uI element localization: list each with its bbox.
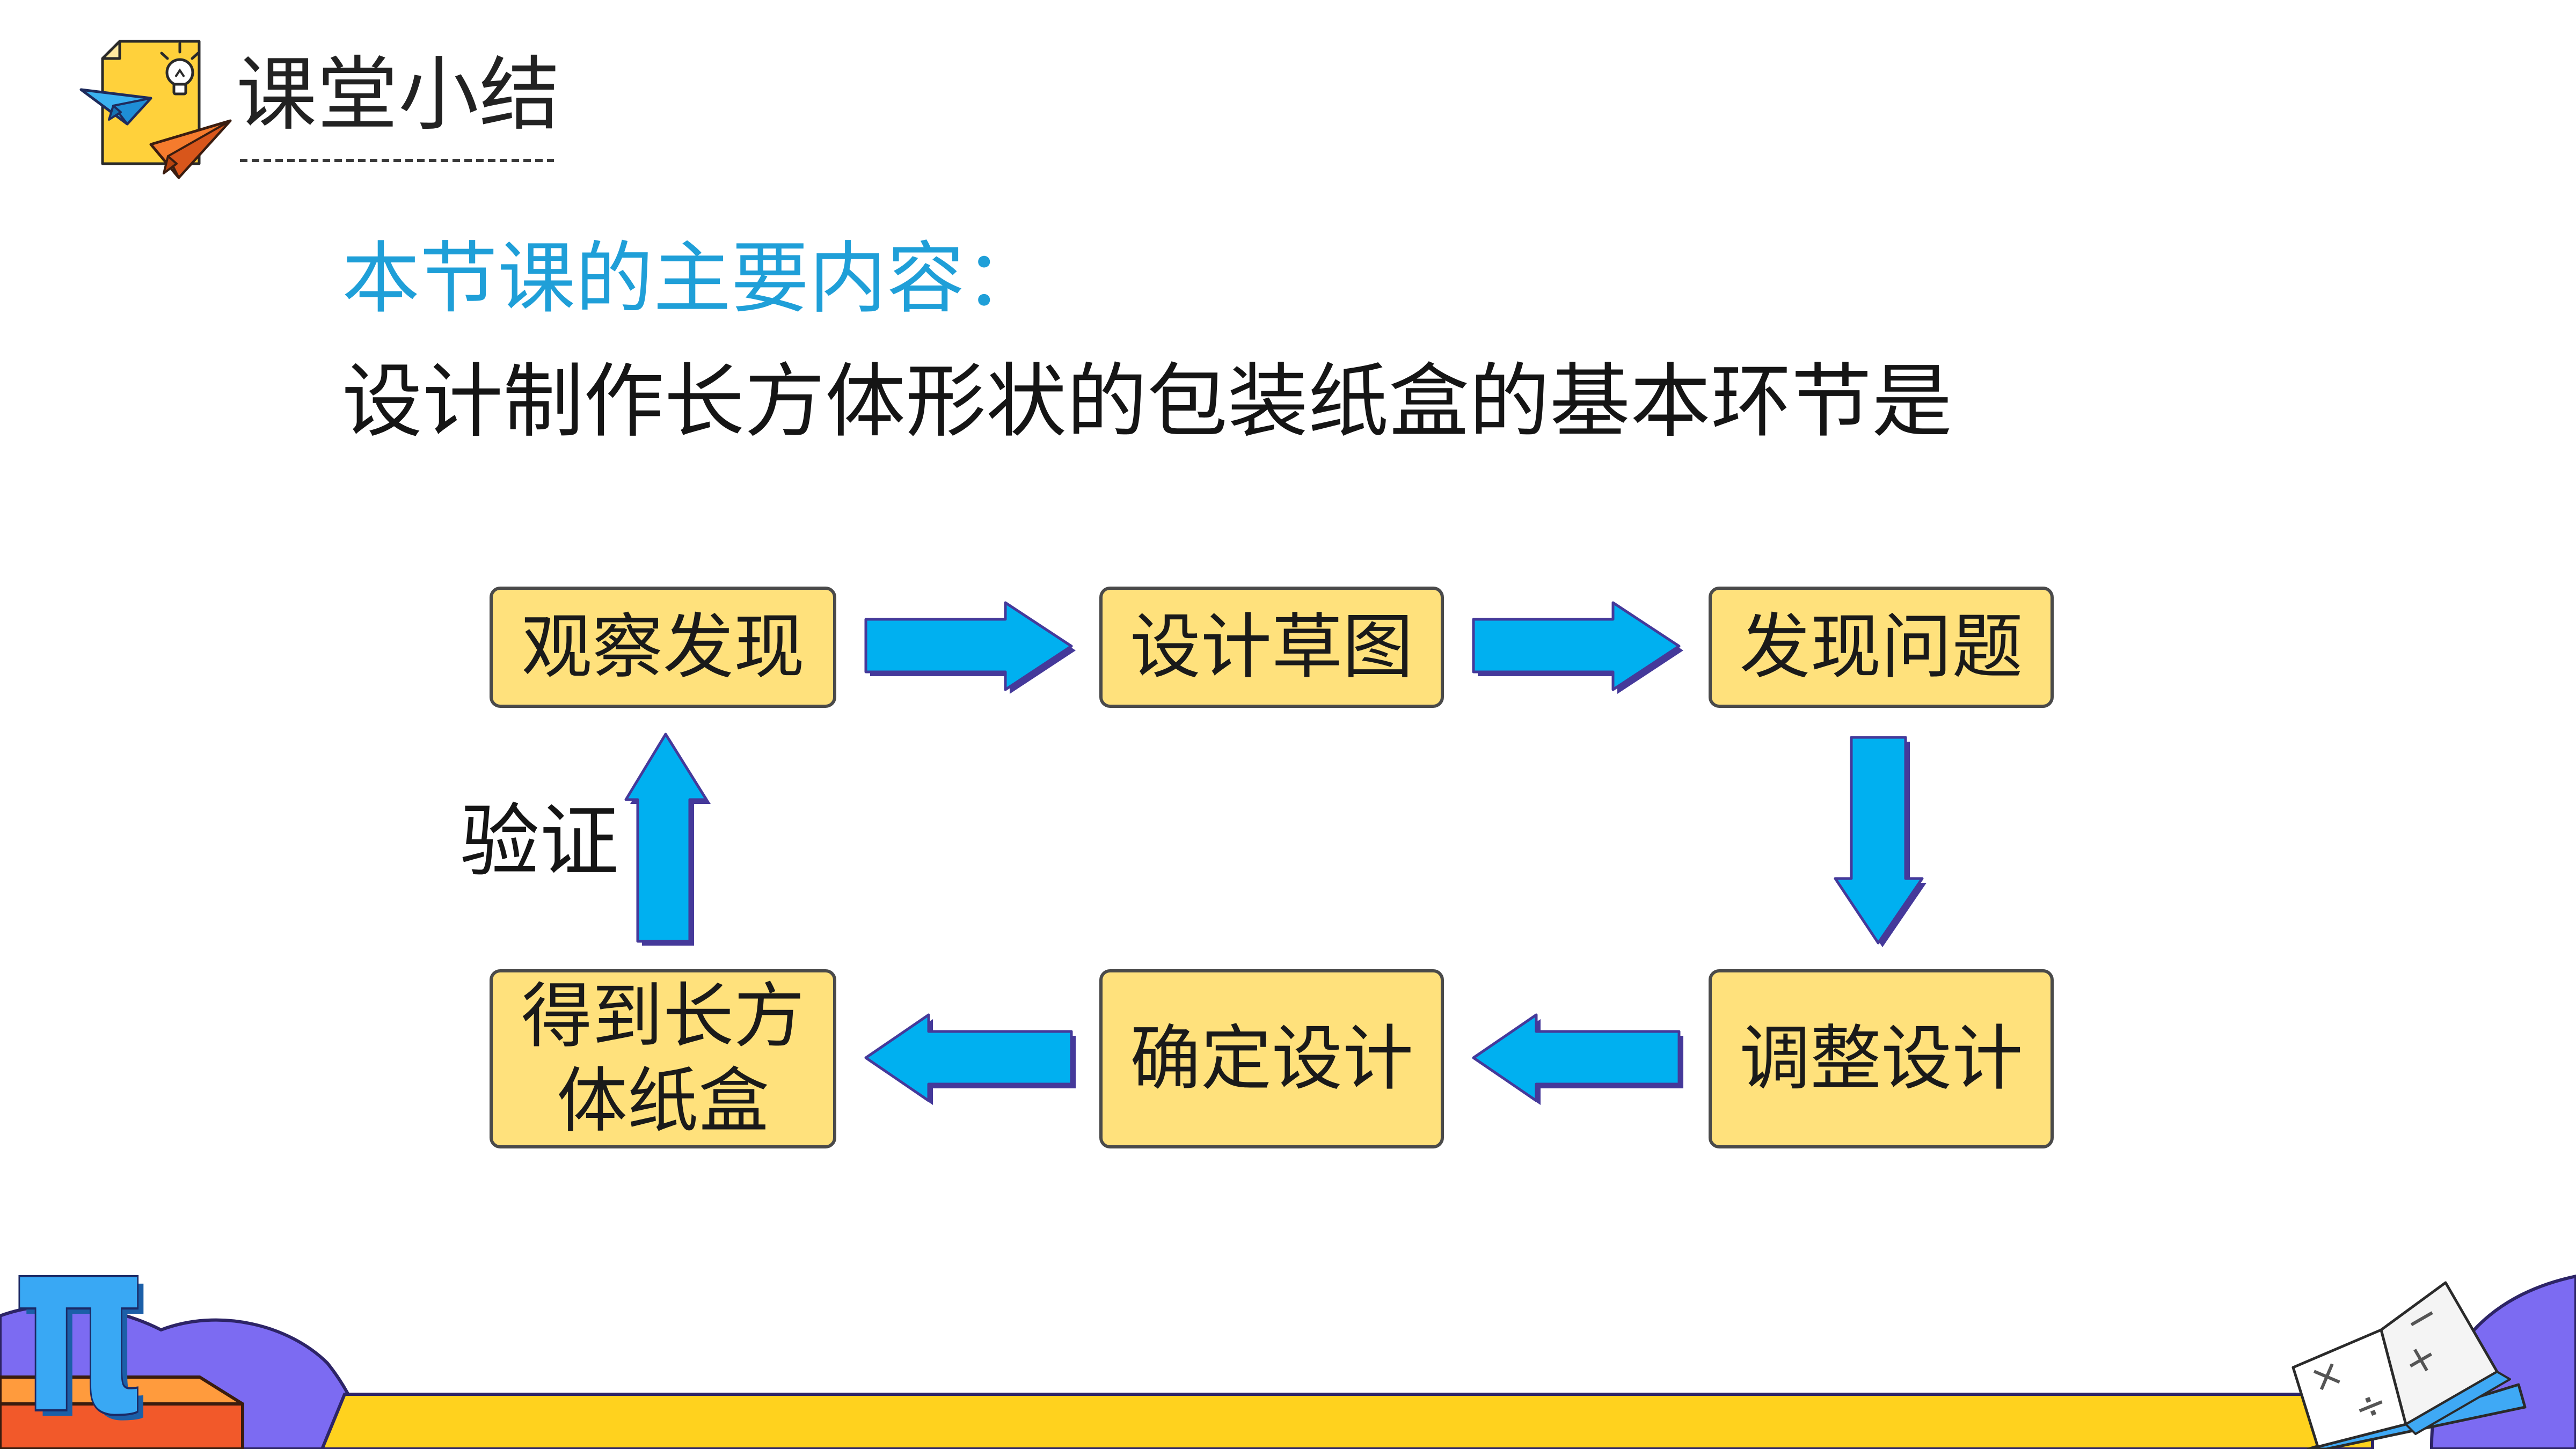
pi-symbol-shadow: π [19, 1192, 154, 1449]
flow-step-label-line-2: 体纸盒 [557, 1060, 769, 1143]
blue-paper-plane-icon [79, 88, 152, 126]
bottom-yellow-band [320, 1393, 2374, 1449]
flow-step-observe: 观察发现 [490, 587, 836, 708]
verify-label: 验证 [460, 795, 619, 888]
arrow-problem-to-adjust [1834, 736, 1926, 947]
bottom-right-decoration: × ÷ − + [2292, 1274, 2576, 1449]
open-book-icon: × ÷ − + [2292, 1281, 2527, 1449]
flow-step-find-problem: 发现问题 [1709, 587, 2054, 708]
book-right-edge [2405, 1371, 2511, 1435]
orange-paper-plane-icon [149, 119, 232, 179]
arrow-adjust-to-confirm [1472, 1013, 1683, 1105]
arrow-observe-to-sketch [864, 601, 1076, 694]
title-dashed-underline [240, 159, 554, 162]
flow-step-confirm: 确定设计 [1099, 969, 1444, 1148]
slide-title: 课堂小结 [236, 48, 561, 142]
flow-step-get-box: 得到长方 体纸盒 [490, 969, 836, 1148]
lightbulb-icon [160, 42, 200, 96]
summary-statement: 设计制作长方体形状的包装纸盒的基本环节是 [342, 355, 1953, 449]
note-fold-shape [101, 40, 121, 60]
orange-block-front [0, 1402, 244, 1449]
flow-step-label: 调整设计 [1739, 1017, 2023, 1100]
flow-step-label: 观察发现 [521, 605, 805, 689]
flow-step-label: 确定设计 [1130, 1017, 1413, 1100]
arrow-confirm-to-box [864, 1013, 1076, 1105]
arrow-sketch-to-problem [1472, 601, 1683, 694]
flow-step-adjust: 调整设计 [1709, 969, 2054, 1148]
arrow-box-to-observe-verify [624, 733, 711, 946]
flow-step-label: 发现问题 [1739, 605, 2023, 689]
section-subtitle: 本节课的主要内容： [342, 233, 1042, 324]
pi-symbol-icon: π [13, 1185, 147, 1449]
flow-step-sketch: 设计草图 [1099, 587, 1444, 708]
header-lightbulb-note-icon [79, 40, 232, 179]
flow-step-label-line-1: 得到长方 [521, 975, 805, 1058]
bottom-left-block: π π [0, 1183, 244, 1449]
flow-step-label: 设计草图 [1130, 605, 1413, 689]
